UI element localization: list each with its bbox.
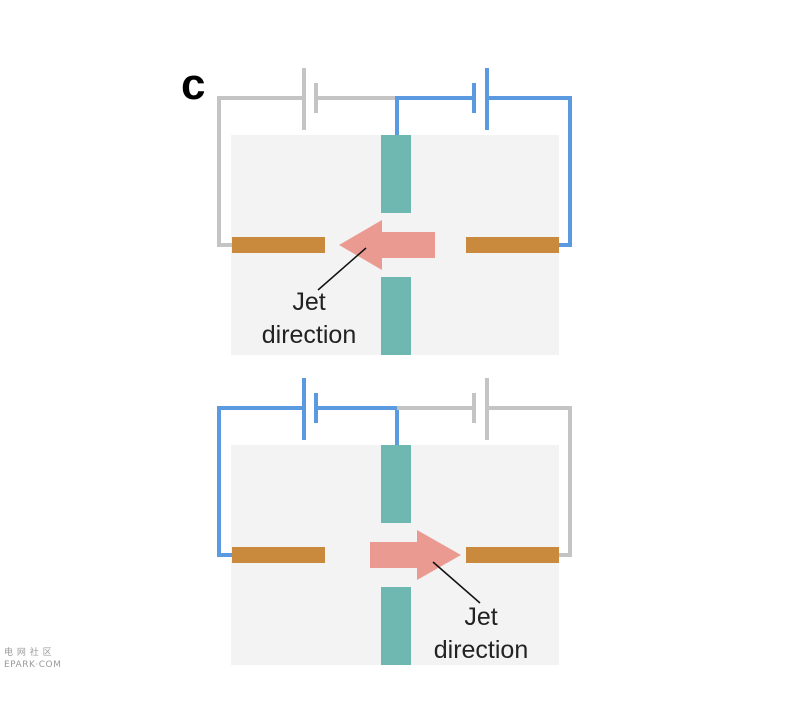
bottom-left-electrode [232,547,325,563]
bottom-nozzle-upper [381,445,411,523]
bottom-nozzle-wire [316,406,399,446]
top-panel: Jet direction [217,68,572,355]
top-nozzle-lower [381,277,411,355]
top-jet-label-line2: direction [262,321,357,349]
bottom-panel: Jet direction [217,378,572,665]
bottom-nozzle-lower [381,587,411,665]
top-jet-arrow [339,220,435,270]
bottom-jet-label-line1: Jet [464,603,497,631]
watermark-line1: 电 网 社 区 [4,646,52,658]
bottom-right-wire [487,406,572,557]
top-nozzle-wire [395,96,474,136]
top-jet-leader-line [317,247,367,291]
bottom-jet-leader-line [432,561,481,604]
top-left-wire [217,96,304,247]
bottom-jet-label-line2: direction [434,636,529,664]
watermark-line2: EPARK·COM [4,660,61,670]
top-right-electrode [466,237,559,253]
panel-letter: c [181,60,205,109]
watermark: 电 网 社 区 EPARK·COM [4,646,61,670]
top-left-electrode [232,237,325,253]
bottom-right-electrode [466,547,559,563]
top-right-wire [487,96,572,247]
top-jet-label-line1: Jet [292,288,325,316]
bottom-left-wire [217,406,304,557]
top-nozzle-upper [381,135,411,213]
